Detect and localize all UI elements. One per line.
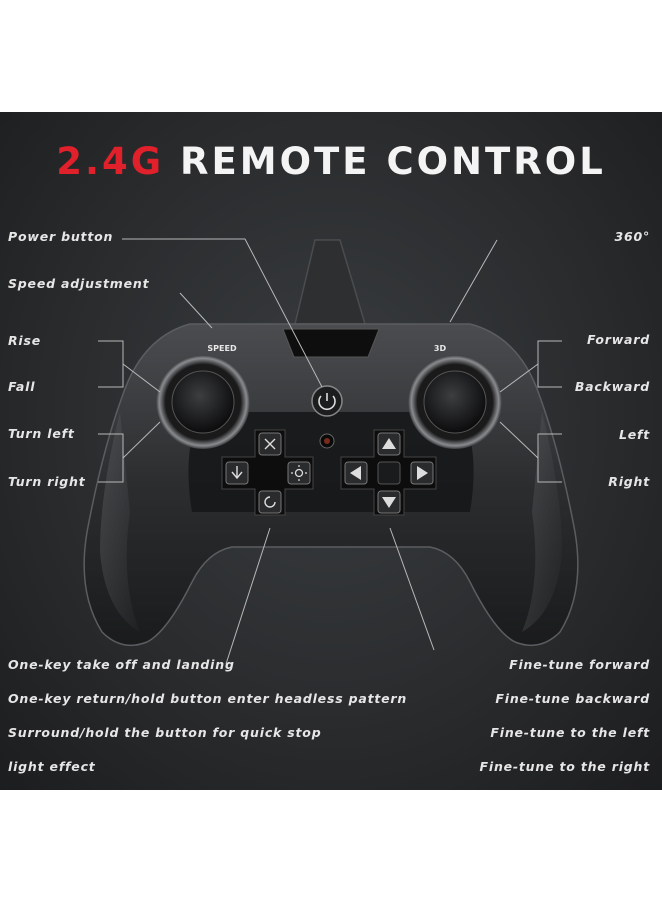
- takeoff-icon: [231, 466, 243, 480]
- return-icon: [264, 496, 276, 508]
- left-grip: [100, 412, 140, 632]
- label-360: 360°: [614, 229, 650, 244]
- page-title: 2.4G REMOTE CONTROL: [0, 140, 662, 183]
- arrow-left-icon: [350, 466, 361, 480]
- right-joystick[interactable]: [423, 370, 487, 434]
- trim-dpad: [340, 429, 437, 516]
- label-fine-left: Fine-tune to the left: [490, 725, 650, 740]
- mode-label: 3D: [434, 344, 447, 353]
- product-panel: 2.4G REMOTE CONTROL: [0, 112, 662, 790]
- label-power-button: Power button: [8, 229, 114, 244]
- label-backward: Backward: [574, 379, 650, 394]
- arrow-down-icon: [382, 497, 396, 508]
- light-icon: [294, 468, 304, 478]
- light-effect-button[interactable]: [287, 461, 311, 485]
- label-fall: Fall: [8, 379, 36, 394]
- title-main: REMOTE CONTROL: [180, 140, 606, 183]
- label-fine-forward: Fine-tune forward: [509, 657, 650, 672]
- label-surround: Surround/hold the button for quick stop: [8, 725, 322, 740]
- label-left: Left: [618, 427, 650, 442]
- label-rise: Rise: [8, 333, 42, 348]
- label-turn-left: Turn left: [8, 426, 75, 441]
- label-one-key-return: One-key return/hold button enter headles…: [8, 691, 408, 706]
- title-accent: 2.4G: [56, 140, 165, 183]
- flip-icon: [264, 438, 276, 450]
- label-one-key-takeoff: One-key take off and landing: [8, 657, 235, 672]
- label-light-effect: light effect: [8, 759, 96, 774]
- label-forward: Forward: [586, 332, 650, 347]
- led-light-icon: [324, 438, 330, 444]
- label-fine-right: Fine-tune to the right: [479, 759, 650, 774]
- display-window: [282, 328, 380, 358]
- left-function-pad: [221, 429, 314, 516]
- label-turn-right: Turn right: [8, 474, 86, 489]
- trim-center: [377, 461, 401, 485]
- controller-illustration: SPEED 3D: [83, 238, 579, 665]
- antenna: [294, 239, 367, 325]
- speed-label: SPEED: [207, 344, 237, 353]
- left-joystick[interactable]: [171, 370, 235, 434]
- return-button[interactable]: [258, 490, 282, 514]
- label-speed-adjustment: Speed adjustment: [8, 276, 150, 291]
- arrow-up-icon: [382, 438, 396, 449]
- leader-lines: [98, 238, 562, 665]
- power-icon: [318, 393, 336, 411]
- arrow-right-icon: [417, 466, 428, 480]
- right-grip: [522, 412, 562, 632]
- label-right: Right: [608, 474, 650, 489]
- label-fine-backward: Fine-tune backward: [495, 691, 650, 706]
